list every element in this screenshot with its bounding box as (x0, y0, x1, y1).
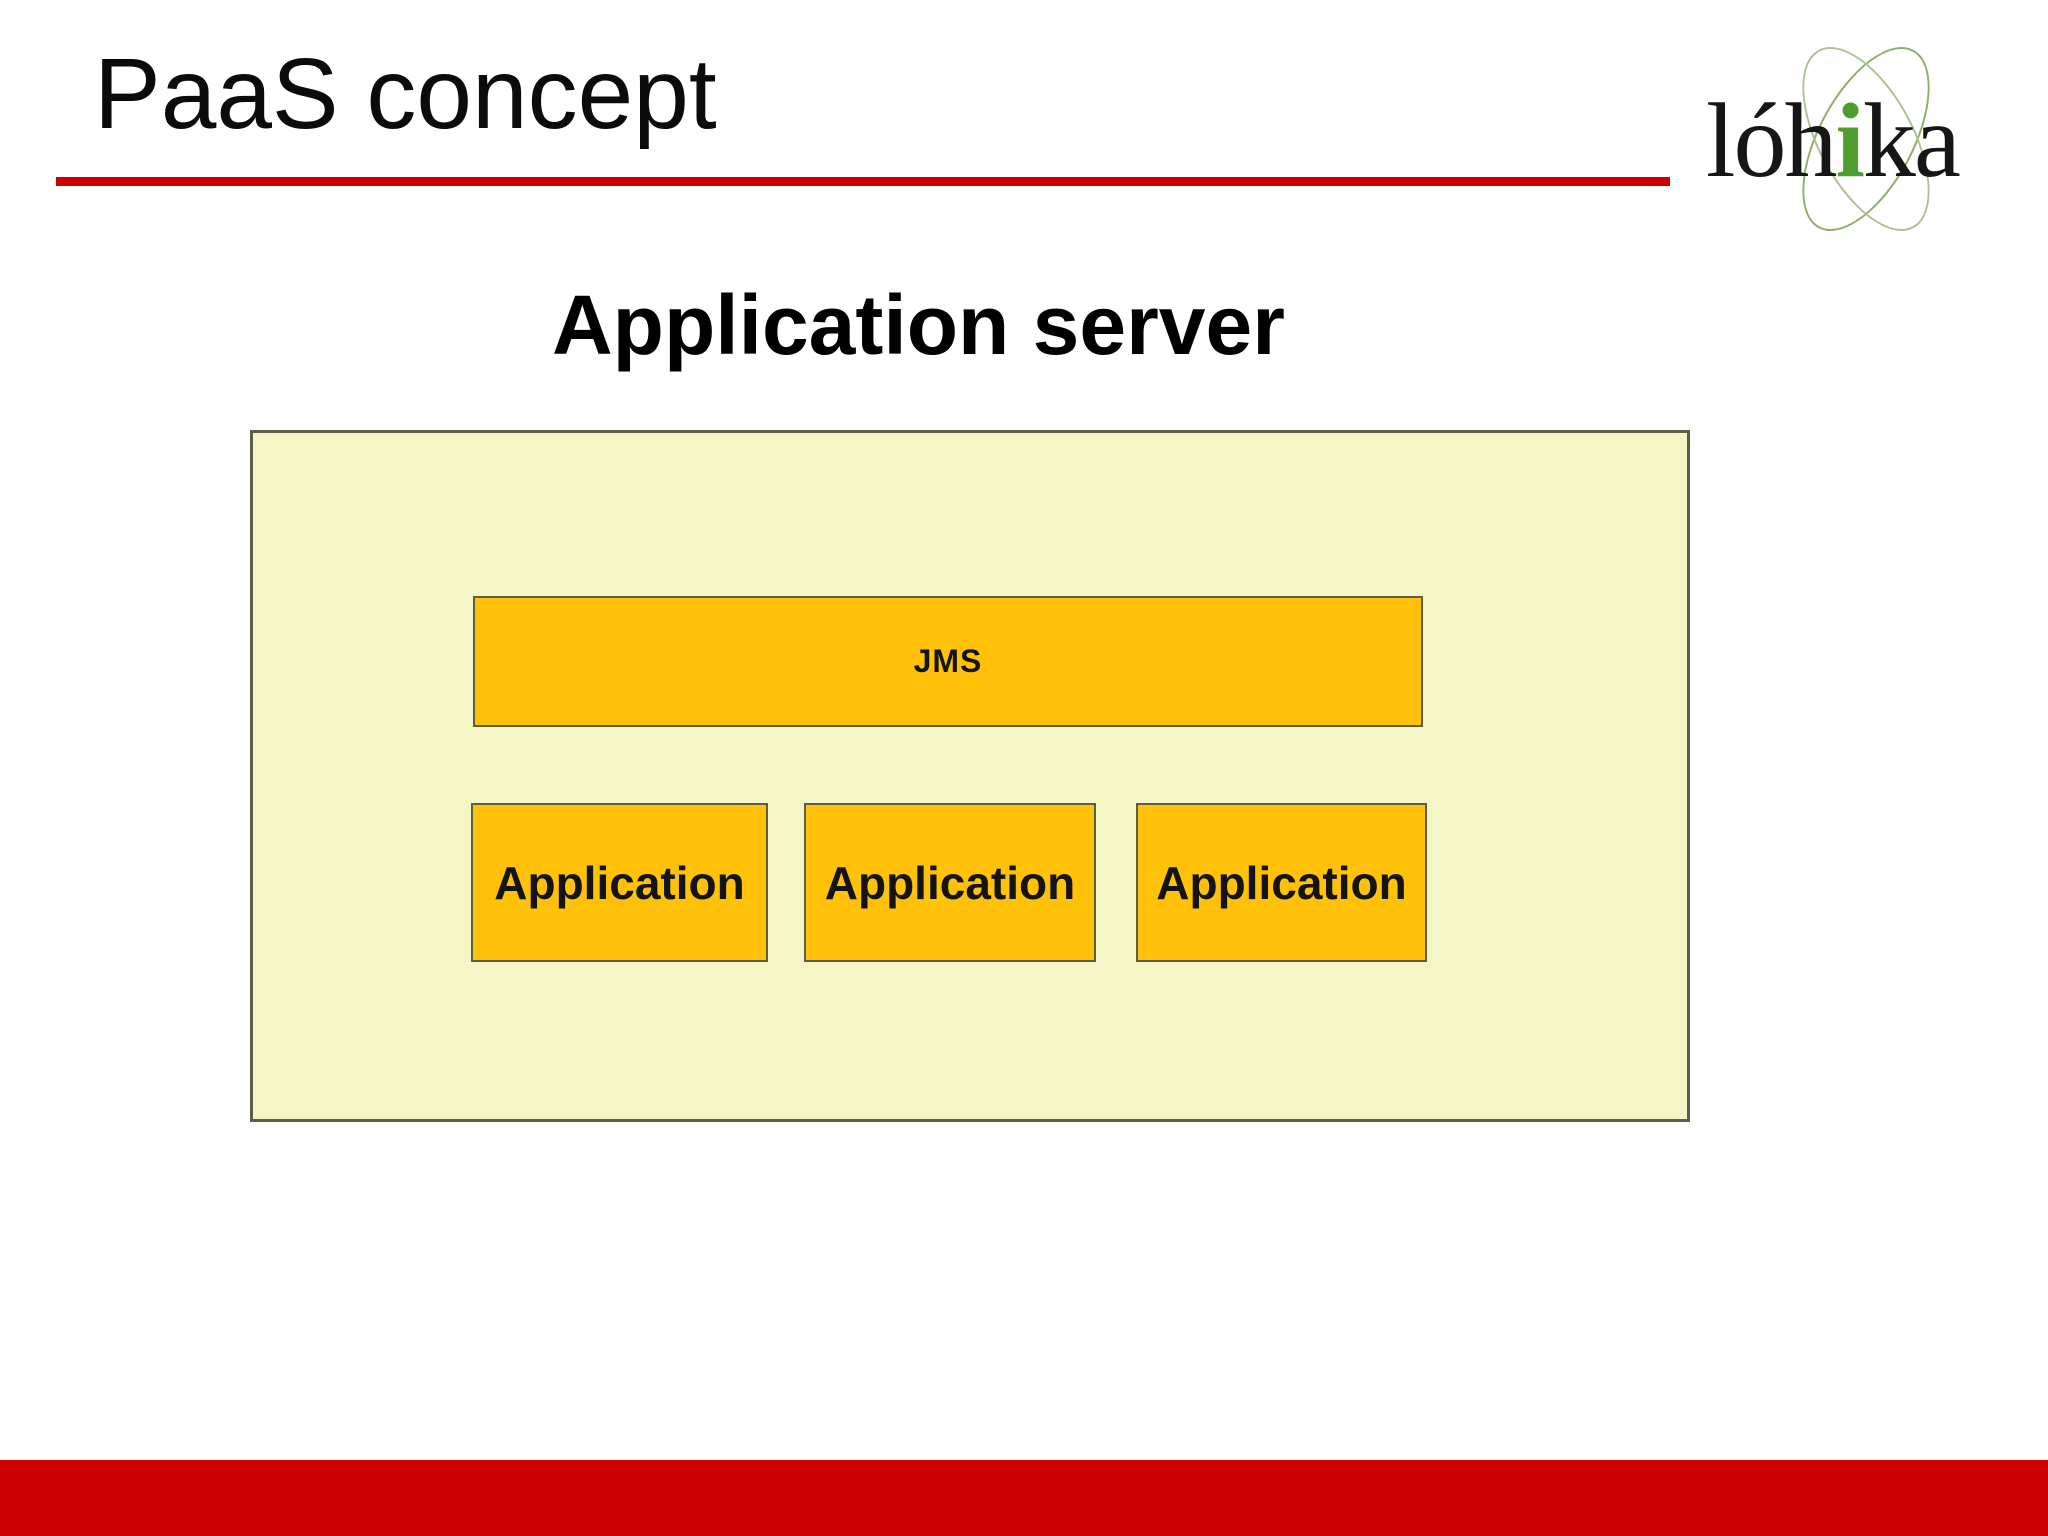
diagram-heading: Application server (552, 278, 1285, 372)
application-label: Application (824, 856, 1076, 909)
application-box: Application (804, 803, 1096, 962)
logo-text-post: ka (1862, 82, 1961, 199)
jms-label: JMS (913, 643, 983, 679)
title-underline-rule (56, 177, 1670, 186)
jms-box: JMS (473, 596, 1423, 727)
logo-text-accent: i (1835, 82, 1864, 199)
application-box: Application (1136, 803, 1427, 962)
footer-bar (0, 1460, 2048, 1536)
application-server-box: JMS Application Application Application (250, 430, 1690, 1122)
logo-text-pre: lóh (1706, 82, 1837, 199)
application-label: Application (1156, 856, 1407, 909)
lohika-logo: lóhika (1700, 27, 2018, 251)
application-label: Application (494, 856, 745, 909)
logo-wordmark: lóhika (1706, 88, 1961, 194)
page-title: PaaS concept (94, 38, 717, 150)
application-box: Application (471, 803, 768, 962)
